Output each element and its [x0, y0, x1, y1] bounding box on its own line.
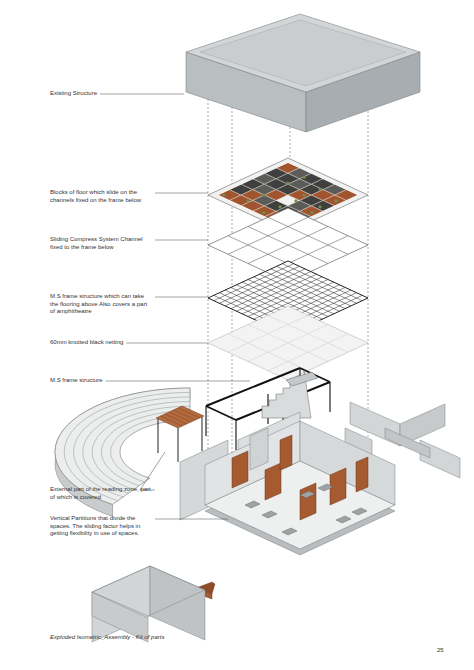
sliding-floor-blocks [334, 199, 337, 202]
sliding-floor-blocks [310, 211, 313, 214]
callout-label: External part of the reading zone, part … [50, 486, 152, 501]
ms-frame-grid [282, 264, 362, 301]
existing-structure [200, 20, 406, 86]
caption: Exploded Isometric_Assembly - Kit of par… [50, 634, 164, 640]
amphitheatre [64, 392, 190, 500]
ms-frame-grid [277, 266, 357, 303]
floor-plan [205, 421, 300, 505]
staircase [286, 372, 318, 386]
pergola [202, 417, 203, 451]
room-box [92, 566, 150, 642]
floor-plan [250, 428, 268, 470]
sliding-floor-blocks [318, 187, 321, 190]
existing-structure [186, 14, 420, 92]
ms-frame-structure [235, 420, 236, 450]
callout-label: Blocks of floor which slide on the chann… [50, 189, 152, 204]
sliding-floor-blocks [278, 205, 281, 208]
floor-plan [300, 483, 316, 520]
sliding-floor-blocks [286, 182, 289, 185]
floor-plan [336, 516, 351, 523]
sliding-floor-blocks [302, 193, 305, 196]
ms-frame-grid [259, 274, 339, 311]
pergola [156, 406, 204, 462]
sliding-floor-blocks [318, 205, 321, 208]
pergola [178, 408, 200, 418]
leader-lines [140, 452, 165, 490]
room-box [92, 566, 205, 616]
floor-plan [205, 421, 395, 555]
alignment-dashes [208, 95, 368, 500]
floor-plan [280, 435, 292, 470]
pergola [158, 419, 159, 453]
callout-label: Vertical Partitions that divide the spac… [50, 515, 152, 538]
floor-plan [356, 457, 368, 492]
floor-plan [245, 501, 260, 508]
leader-lines [155, 519, 228, 520]
floor-plan [232, 451, 248, 488]
callout-label: M.S frame structure [50, 377, 103, 385]
pergola [169, 412, 191, 422]
callout-label: 60mm knotted black netting [50, 339, 123, 347]
sliding-floor-blocks [335, 190, 358, 201]
ms-frame-structure [205, 406, 206, 436]
ms-frame-structure [206, 406, 236, 420]
floor-plan [282, 528, 297, 535]
amphitheatre [92, 406, 190, 489]
floor-plan [262, 511, 277, 518]
callout-label: Existing Structure [50, 90, 97, 98]
pergola [156, 406, 204, 428]
sliding-floor-blocks [294, 199, 297, 202]
leader-lines [155, 193, 208, 194]
pergola [165, 414, 187, 424]
existing-structure [186, 14, 420, 132]
knotted-netting [208, 306, 368, 380]
pergola [178, 428, 179, 462]
knotted-netting [268, 315, 348, 352]
leader-lines [155, 240, 208, 241]
pergola [160, 416, 182, 426]
staircase [262, 370, 318, 418]
ms-frame-grid [271, 269, 351, 306]
room-box [92, 566, 205, 642]
knotted-netting [268, 334, 348, 371]
sliding-channel-grid [268, 217, 348, 254]
partition-walls [420, 440, 460, 478]
sliding-floor-blocks [246, 199, 249, 202]
ms-frame-grid [265, 272, 345, 309]
floor-plan [265, 463, 281, 500]
partition-walls [385, 428, 430, 458]
pergola [174, 410, 196, 420]
sliding-channel-grid [248, 227, 328, 264]
floor-plan [352, 508, 367, 515]
leader-lines [100, 94, 184, 95]
sliding-floor-blocks [262, 211, 265, 214]
knotted-netting [208, 306, 368, 380]
room-box [150, 566, 205, 640]
sliding-floor-blocks [302, 176, 305, 179]
floor-plan [318, 484, 333, 491]
ms-frame-structure [329, 382, 330, 412]
sliding-floor-blocks [222, 193, 225, 196]
leader-lines [106, 381, 250, 382]
leader-lines [126, 343, 208, 344]
leader-lines [155, 297, 208, 298]
callout-label: Sliding Compress System Channel fixed to… [50, 236, 152, 251]
page-number: 25 [437, 647, 444, 653]
sliding-channel-grid [248, 227, 328, 264]
knotted-netting [248, 325, 328, 362]
floor-plan [300, 491, 315, 498]
sliding-floor-blocks [262, 193, 265, 196]
callout-label: M.S frame structure which can take the f… [50, 293, 152, 316]
knotted-netting [248, 325, 328, 362]
ms-frame-grid [254, 277, 334, 314]
